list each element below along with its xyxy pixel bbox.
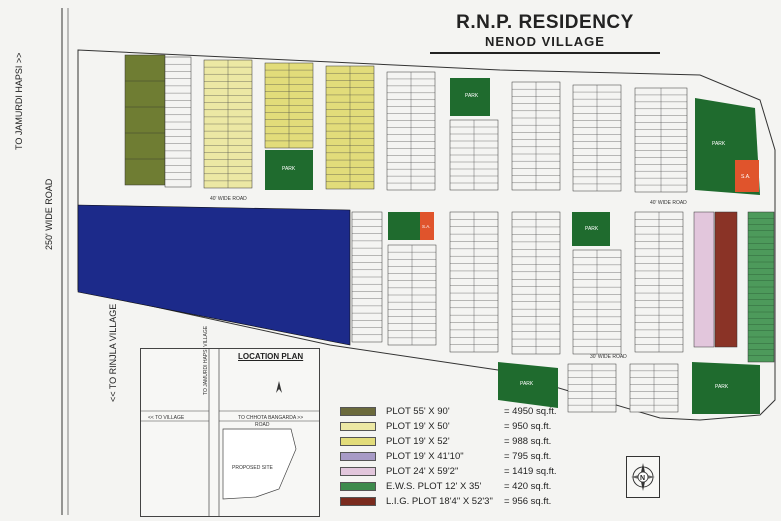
compass: N bbox=[626, 456, 660, 498]
legend-area: = 988 sq.ft. bbox=[504, 436, 552, 447]
legend-row: PLOT 24' X 59'2" = 1419 sq.ft. bbox=[340, 464, 640, 479]
sa-plot bbox=[420, 212, 434, 240]
legend-swatch bbox=[340, 407, 376, 416]
legend-area: = 4950 sq.ft. bbox=[504, 406, 557, 417]
park-label: PARK bbox=[282, 166, 296, 172]
location-plan bbox=[140, 348, 320, 517]
road-label: 40' WIDE ROAD bbox=[210, 196, 247, 202]
upper-plot-strips bbox=[164, 56, 688, 193]
big-plot-dividers bbox=[125, 80, 165, 160]
map-title: R.N.P. RESIDENCY bbox=[456, 12, 634, 33]
legend-area: = 420 sq.ft. bbox=[504, 481, 552, 492]
sa-plot bbox=[735, 160, 759, 192]
park-plot bbox=[450, 78, 490, 116]
legend-area: = 1419 sq.ft. bbox=[504, 466, 557, 477]
park-label: PARK bbox=[520, 381, 534, 387]
compass-letter: N bbox=[640, 475, 645, 482]
legend-label: PLOT 24' X 59'2" bbox=[386, 466, 459, 477]
legend-label: PLOT 55' X 90' bbox=[386, 406, 450, 417]
legend-label: PLOT 19' X 41'10" bbox=[386, 451, 464, 462]
legend-row: PLOT 19' X 41'10" = 795 sq.ft. bbox=[340, 449, 640, 464]
legend-area: = 950 sq.ft. bbox=[504, 421, 552, 432]
lower-plot-strips bbox=[351, 211, 684, 413]
road-label: 40' WIDE ROAD bbox=[650, 200, 687, 206]
legend-swatch bbox=[340, 467, 376, 476]
lp-proposed-site: PROPOSED SITE bbox=[232, 465, 273, 471]
big-plot-block bbox=[124, 54, 166, 186]
lp-to-jamurdi: TO JAMURDI HAPSI VILLAGE bbox=[203, 325, 209, 395]
lp-to-village: << TO VILLAGE bbox=[148, 415, 185, 421]
legend-label: E.W.S. PLOT 12' X 35' bbox=[386, 481, 482, 492]
park-label: PARK bbox=[585, 226, 599, 232]
park-plot bbox=[572, 212, 610, 246]
legend-swatch bbox=[340, 422, 376, 431]
lig-strip bbox=[714, 211, 738, 348]
location-plan-title: LOCATION PLAN bbox=[238, 352, 304, 361]
park-plot bbox=[265, 150, 313, 190]
map-subtitle: NENOD VILLAGE bbox=[485, 34, 605, 49]
sa-label: S.A. bbox=[422, 224, 431, 229]
legend-row: E.W.S. PLOT 12' X 35' = 420 sq.ft. bbox=[340, 479, 640, 494]
legend-row: PLOT 55' X 90' = 4950 sq.ft. bbox=[340, 404, 640, 419]
legend-swatch bbox=[340, 437, 376, 446]
park-plot bbox=[388, 212, 420, 240]
sa-label: S.A. bbox=[741, 174, 750, 180]
title-underline bbox=[430, 52, 660, 54]
park-label: PARK bbox=[715, 384, 729, 390]
north-arrow-icon bbox=[276, 381, 282, 393]
legend-label: PLOT 19' X 52' bbox=[386, 436, 450, 447]
proposed-site-outline bbox=[222, 428, 297, 500]
road-label: 30' WIDE ROAD bbox=[590, 354, 627, 360]
park-label: PARK bbox=[465, 93, 479, 99]
compass-icon: N bbox=[631, 463, 655, 491]
legend-row: PLOT 19' X 50' = 950 sq.ft. bbox=[340, 419, 640, 434]
legend-row: L.I.G. PLOT 18'4" X 52'3" = 956 sq.ft. bbox=[340, 494, 640, 509]
ews-dividers bbox=[748, 218, 774, 356]
commercial-plot bbox=[77, 204, 351, 346]
park-label: PARK bbox=[712, 141, 726, 147]
lp-road: ROAD bbox=[255, 422, 270, 428]
legend-swatch bbox=[340, 482, 376, 491]
legend: PLOT 55' X 90' = 4950 sq.ft. PLOT 19' X 50… bbox=[340, 404, 640, 509]
legend-row: PLOT 19' X 52' = 988 sq.ft. bbox=[340, 434, 640, 449]
legend-label: L.I.G. PLOT 18'4" X 52'3" bbox=[386, 496, 493, 507]
park-plot bbox=[498, 362, 558, 408]
park-plot bbox=[692, 362, 760, 414]
location-plan-drawing bbox=[141, 349, 319, 516]
plot-24x59-strip bbox=[693, 211, 715, 348]
lp-to-chhota: TO CHHOTA BANGARDA >> bbox=[238, 415, 304, 421]
legend-swatch bbox=[340, 452, 376, 461]
legend-area: = 795 sq.ft. bbox=[504, 451, 552, 462]
legend-area: = 956 sq.ft. bbox=[504, 496, 552, 507]
legend-swatch bbox=[340, 497, 376, 506]
legend-label: PLOT 19' X 50' bbox=[386, 421, 450, 432]
